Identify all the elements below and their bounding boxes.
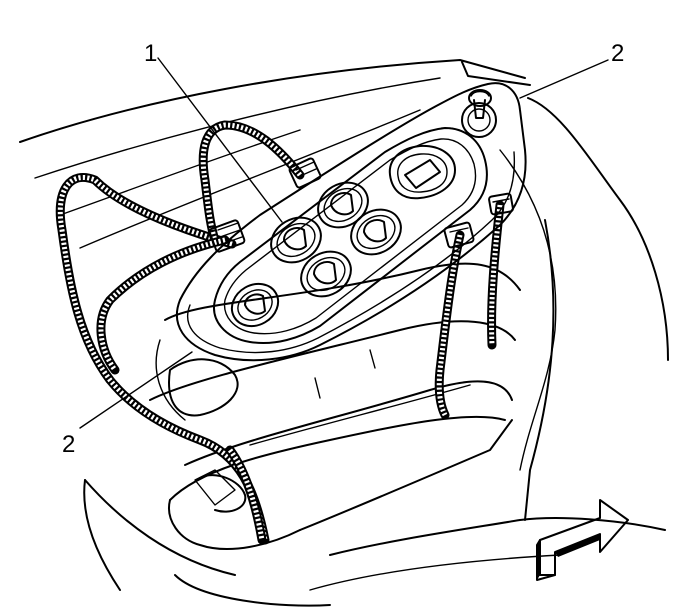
window-switches	[230, 144, 456, 328]
switch-front-right	[350, 208, 402, 256]
armrest	[149, 262, 521, 551]
door-trim-outline	[19, 59, 669, 607]
callout-fastener-lower: 2	[62, 431, 76, 458]
leader-line-2-upper	[519, 59, 609, 99]
callout-fastener-upper: 2	[611, 40, 625, 67]
door-lock-switch	[388, 144, 456, 200]
switch-bezel	[175, 82, 527, 362]
switch-front-left	[317, 181, 369, 229]
leader-line-1	[157, 57, 283, 223]
leader-line-2-lower	[79, 351, 193, 429]
switch-left-rear	[270, 216, 322, 264]
mirror-control-knob	[461, 89, 497, 138]
wiring-harness	[55, 120, 505, 545]
callout-switch-assembly: 1	[144, 40, 158, 67]
switch-right-rear	[300, 250, 352, 298]
leader-lines	[79, 57, 609, 429]
view-direction-arrow-icon	[536, 499, 629, 581]
switch-panel	[213, 127, 488, 344]
switch-lockout	[230, 282, 280, 328]
